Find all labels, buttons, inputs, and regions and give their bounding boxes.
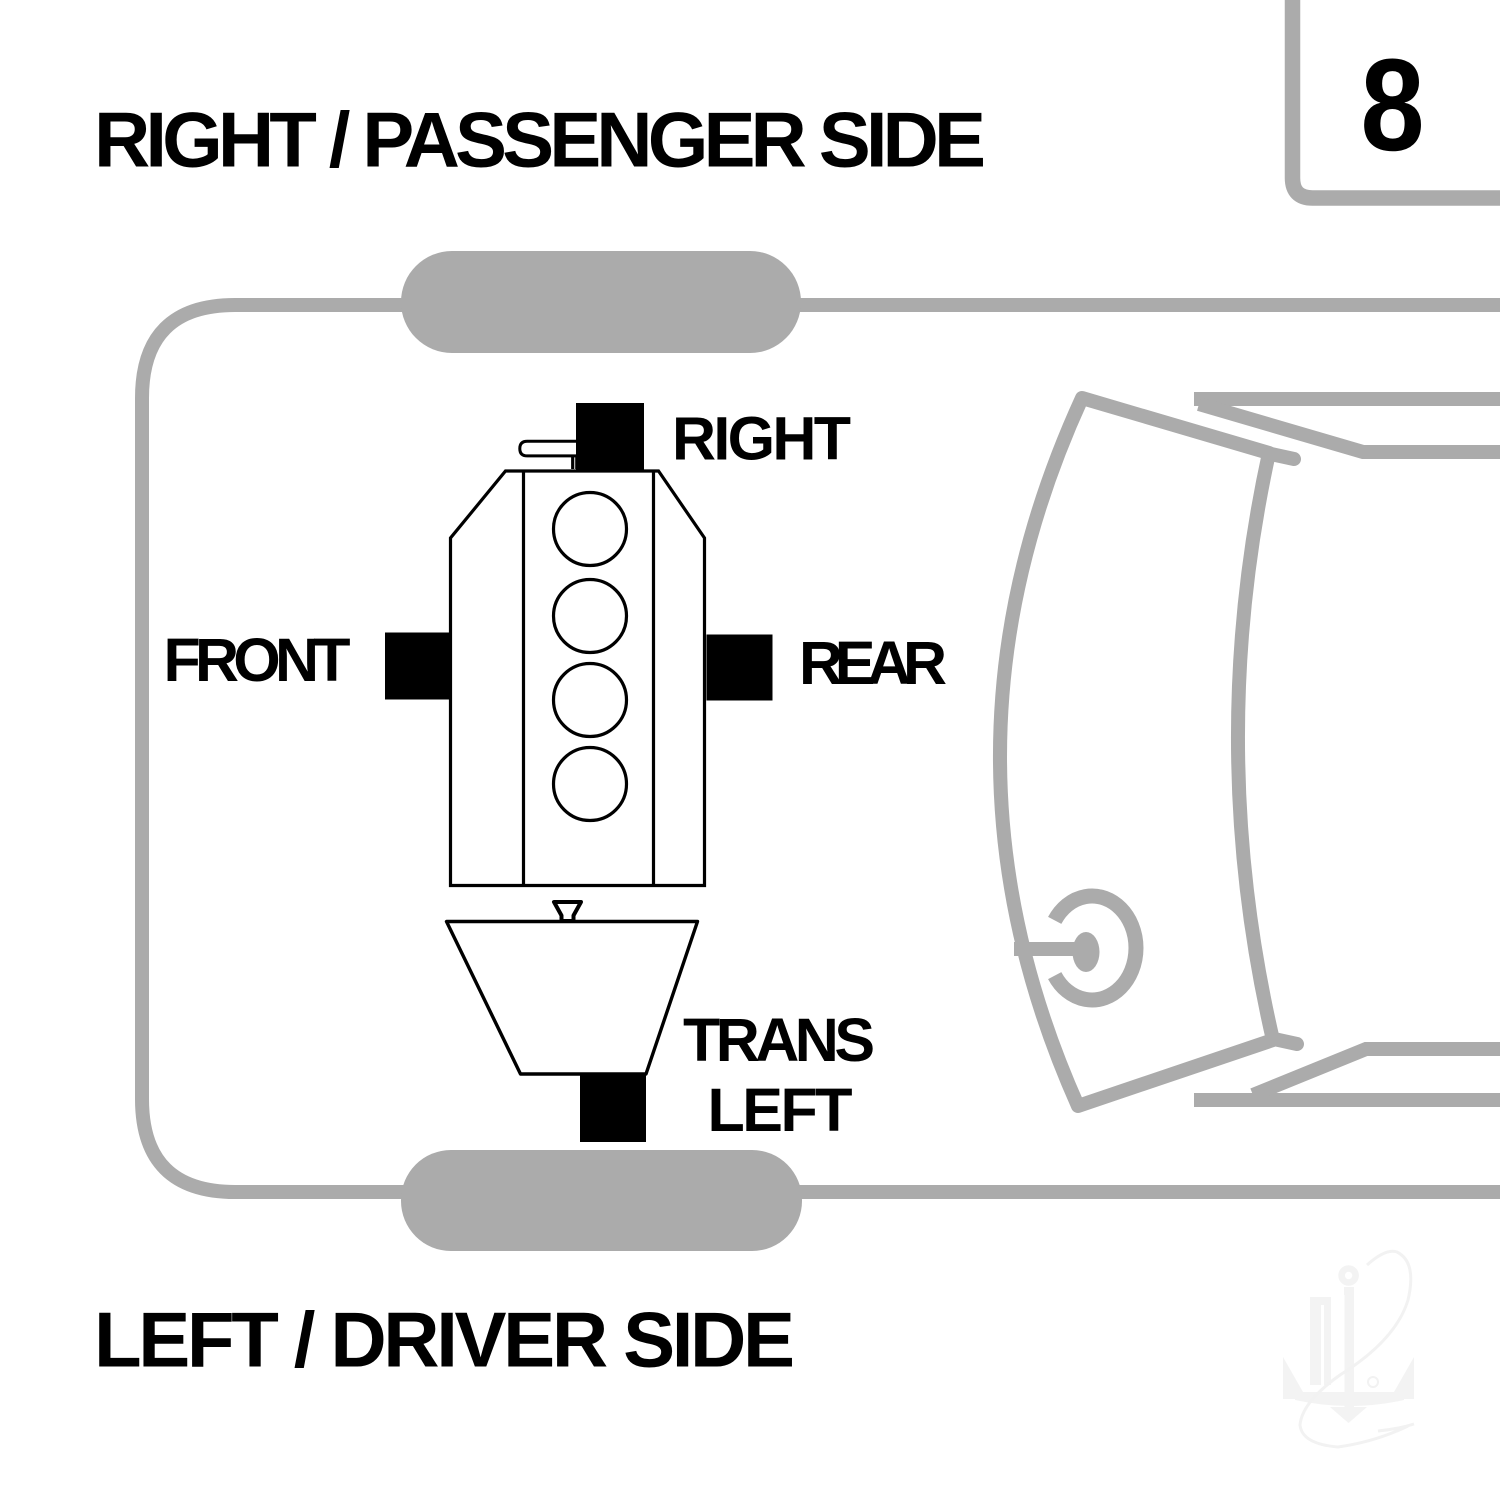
svg-text:FRONT: FRONT xyxy=(164,626,351,694)
svg-text:8: 8 xyxy=(1361,31,1425,178)
svg-text:LEFT / DRIVER SIDE: LEFT / DRIVER SIDE xyxy=(94,1296,795,1384)
svg-text:TRANS: TRANS xyxy=(683,1006,875,1074)
svg-text:REAR: REAR xyxy=(799,629,947,697)
svg-text:LEFT: LEFT xyxy=(708,1076,853,1144)
svg-text:RIGHT / PASSENGER SIDE: RIGHT / PASSENGER SIDE xyxy=(94,96,986,184)
svg-text:RIGHT: RIGHT xyxy=(672,405,851,473)
